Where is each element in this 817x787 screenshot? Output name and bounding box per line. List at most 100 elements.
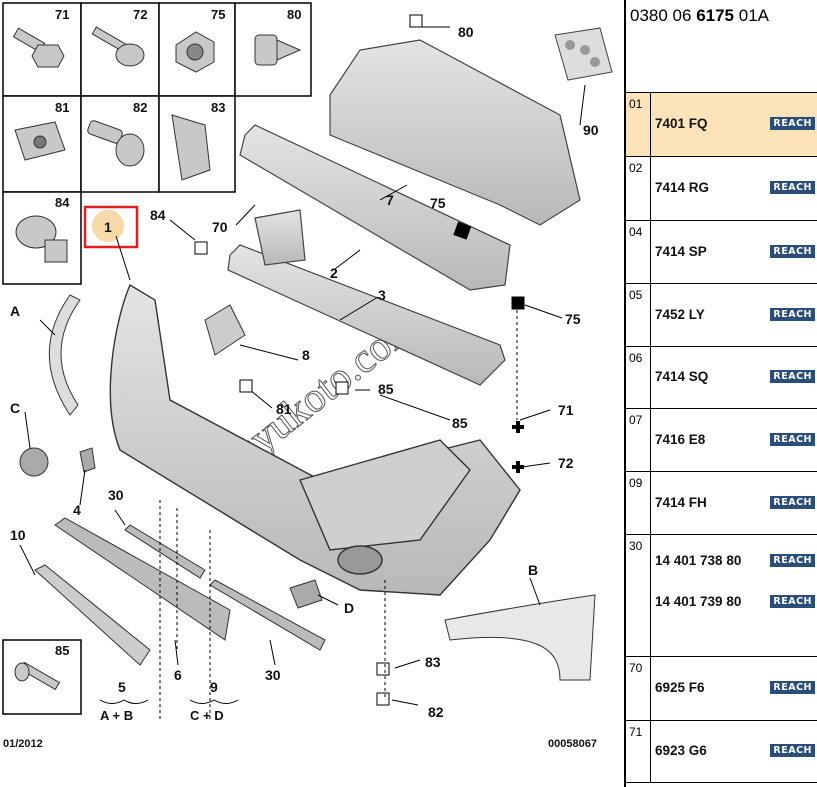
callout-A: A [10, 303, 20, 319]
part-code[interactable]: 6923 G6 [655, 743, 707, 758]
callout-6: 6 [174, 667, 182, 683]
trim-b-part [444, 594, 596, 681]
selected-part-highlight [83, 205, 139, 249]
part-row[interactable]: 02 7414 RG REACH [626, 157, 817, 221]
reference-number: 0380 06 6175 01A [626, 0, 817, 26]
reach-badge: REACH [770, 181, 815, 194]
reach-badge: REACH [770, 308, 815, 321]
callout-71: 71 [558, 402, 574, 418]
fastener-thumbnail-grid [2, 2, 312, 285]
part-code[interactable]: 14 401 738 80 [655, 553, 742, 568]
part-index: 05 [626, 284, 651, 346]
part-index: 09 [626, 472, 651, 534]
thumb-label-81: 81 [55, 100, 69, 115]
callout-85-a: 85 [378, 381, 394, 397]
part-code[interactable]: 7414 RG [655, 180, 710, 195]
thumb-label-80: 80 [287, 7, 301, 22]
callout-30-a: 30 [108, 487, 124, 503]
grille-6-part [54, 517, 231, 641]
thumb-label-85: 85 [55, 643, 69, 658]
part-index: 01 [626, 93, 651, 156]
reach-badge: REACH [770, 245, 815, 258]
callout-75-a: 75 [430, 195, 446, 211]
rivet-icon [14, 661, 61, 691]
callout-70: 70 [212, 219, 228, 235]
fog-cover-c-part [19, 447, 49, 477]
ref-prefix: 0380 06 [630, 6, 697, 25]
callout-8: 8 [302, 347, 310, 363]
push-rivet-icon [87, 120, 145, 167]
callout-3: 3 [378, 287, 386, 303]
bumper-beam-part [239, 124, 511, 291]
part-body: 7414 SQ REACH [651, 347, 817, 408]
part-body: 7416 E8 REACH [651, 409, 817, 471]
hardware-kit-icon [554, 27, 613, 81]
part-code[interactable]: 7414 FH [655, 495, 707, 510]
part-code[interactable]: 7452 LY [655, 307, 705, 322]
bolt-icon [12, 27, 65, 68]
reach-badge: REACH [770, 595, 815, 608]
callout-1: 1 [104, 219, 112, 235]
part-index: 71 [626, 721, 651, 782]
part-index: 02 [626, 157, 651, 220]
part-row[interactable]: 71 6923 G6 REACH [626, 721, 817, 783]
thumb-label-84: 84 [55, 195, 70, 210]
reference-header: 0380 06 6175 01A [626, 0, 817, 93]
callout-82: 82 [428, 704, 444, 720]
part-body: 7414 SP REACH [651, 221, 817, 283]
leader-lines [19, 26, 586, 706]
parts-diagram: 71 72 75 80 81 82 83 84 85 [2, 2, 613, 750]
part-code[interactable]: 7414 SQ [655, 369, 709, 384]
grille-10-part [34, 564, 151, 666]
reach-badge: REACH [770, 433, 815, 446]
part-row[interactable]: 06 7414 SQ REACH [626, 347, 817, 409]
ref-suffix: 01A [734, 6, 769, 25]
nut-icon [175, 31, 215, 73]
reference-markers [194, 14, 525, 706]
parts-rows: 01 7401 FQ REACH 02 7414 RG REACH 04 7414 SP REA… [626, 93, 817, 783]
part-body: 7414 RG REACH [651, 157, 817, 220]
part-code[interactable]: 14 401 739 80 [655, 594, 742, 609]
part-index: 04 [626, 221, 651, 283]
part-index: 30 [626, 535, 651, 656]
thumb-label-71: 71 [55, 7, 69, 22]
expansion-nut-icon [15, 215, 68, 263]
upper-crossmember-part [329, 39, 581, 226]
part-index: 07 [626, 409, 651, 471]
plus-markers [512, 421, 524, 473]
part-row[interactable]: 04 7414 SP REACH [626, 221, 817, 284]
reach-badge: REACH [770, 744, 815, 757]
formula-5: A + B [100, 708, 133, 723]
formula-9: C + D [190, 708, 224, 723]
part-code[interactable]: 7401 FQ [655, 116, 708, 131]
assembly-formulas: A + B C + D [99, 699, 239, 723]
diagram-code: 00058067 [548, 738, 597, 750]
part-index: 70 [626, 657, 651, 720]
callout-10: 10 [10, 527, 26, 543]
part-code[interactable]: 7416 E8 [655, 432, 706, 447]
diagram-date: 01/2012 [3, 738, 43, 750]
reach-badge: REACH [770, 117, 815, 130]
lower-absorber-part [227, 209, 506, 386]
part-row[interactable]: 07 7416 E8 REACH [626, 409, 817, 472]
callout-85-b: 85 [452, 415, 468, 431]
callout-D: D [344, 600, 354, 616]
part-row[interactable]: 01 7401 FQ REACH [626, 93, 817, 157]
part-row[interactable]: 09 7414 FH REACH [626, 472, 817, 535]
reach-badge: REACH [770, 496, 815, 509]
part-index: 06 [626, 347, 651, 408]
part-code[interactable]: 6925 F6 [655, 680, 705, 695]
callout-75-b: 75 [565, 311, 581, 327]
reach-badge: REACH [770, 370, 815, 383]
callout-7: 7 [386, 192, 394, 208]
screw-icon [91, 26, 145, 67]
part-row[interactable]: 05 7452 LY REACH [626, 284, 817, 347]
callout-5: 5 [118, 679, 126, 695]
callout-labels: 1 2 3 4 5 6 7 8 9 10 30 30 70 71 72 75 7… [10, 24, 599, 720]
part-code[interactable]: 7414 SP [655, 244, 707, 259]
ref-bold: 6175 [696, 6, 735, 25]
